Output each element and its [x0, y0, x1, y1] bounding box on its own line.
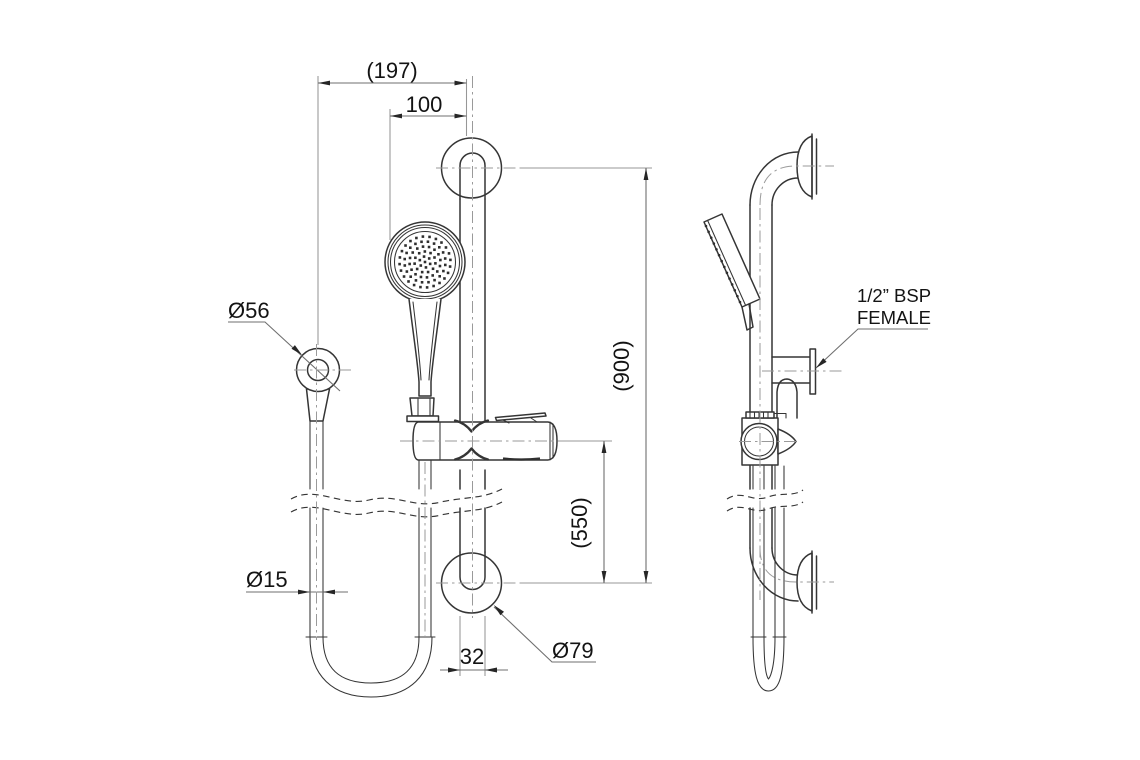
leader-56: [228, 321, 341, 392]
break-line-upper: [290, 488, 503, 505]
dimension-32: [440, 616, 508, 676]
rail-collar-top: [453, 419, 490, 433]
lever-bar: [494, 412, 547, 422]
side-hose-lower: [752, 507, 785, 638]
bracket-diameter-label: Ø79: [552, 638, 594, 663]
bottom-flange-dome: [796, 552, 813, 612]
side-bottom-bend-inner: [771, 547, 799, 576]
leader-bsp-line: [815, 328, 928, 369]
shower-hose: [305, 420, 436, 698]
rail-collar-bottom: [453, 447, 490, 461]
inlet-spec-line2: FEMALE: [857, 307, 931, 328]
leader-56-line: [228, 321, 341, 392]
side-top-bend-centerline: [759, 165, 834, 206]
front-view: (197) 100 Ø56 (900) (550) Ø15 32 Ø79: [228, 58, 652, 698]
dim-outlet-to-rail-label: (197): [366, 58, 417, 83]
dimension-900: [520, 167, 652, 584]
spray-face-dots: [398, 235, 452, 289]
inlet-stub-pipe: [771, 356, 811, 384]
inlet-spec-line1: 1/2” BSP: [857, 285, 931, 306]
side-head-slab: [703, 213, 761, 308]
hose-loop-outer: [309, 636, 433, 698]
side-head-face-line: [707, 219, 747, 306]
leader-79-line: [493, 606, 596, 663]
side-top-bend-inner: [771, 177, 799, 206]
slider-height-label: (550): [567, 497, 592, 548]
side-hose-loop-inner: [763, 636, 776, 680]
dimension-15: [246, 589, 348, 595]
head-ring-2: [389, 226, 461, 298]
holder-lip: [406, 415, 440, 423]
dimension-550: [560, 440, 612, 583]
dimension-100: [389, 109, 467, 240]
rail-height-label: (900): [609, 340, 634, 391]
inlet-swivel: [776, 378, 798, 419]
break-lines-side: [726, 489, 804, 512]
handset-handle: [408, 298, 442, 397]
side-nozzle-dots: [704, 224, 742, 304]
hose-right-strand: [418, 459, 432, 638]
side-handle: [741, 303, 754, 331]
dim-head-offset-label: 100: [406, 92, 443, 117]
leader-bsp: [815, 328, 928, 369]
side-rail-lower: [749, 464, 773, 549]
handset-holder: [406, 397, 440, 423]
head-face: [393, 230, 457, 294]
side-handset: [703, 213, 761, 331]
rail-tube-lower: [459, 469, 486, 553]
side-rail: [749, 151, 799, 602]
rail-tube-upper: [459, 198, 486, 424]
side-rail-upper: [749, 204, 773, 419]
outlet-diameter-label: Ø56: [228, 298, 270, 323]
lever-struts: [502, 417, 538, 424]
rail-foot-width-label: 32: [460, 644, 484, 669]
shower-head: [384, 221, 466, 423]
side-slider: [740, 411, 797, 466]
bracket-centerlines: [436, 167, 520, 584]
slider-lever: [494, 412, 547, 424]
holder-hose-lines: [417, 398, 431, 417]
outlet-cone: [305, 388, 331, 422]
hose-left-strand: [309, 420, 324, 638]
hose-diameter-label: Ø15: [246, 567, 288, 592]
side-hose-upper: [752, 465, 785, 490]
break-lines-front: [290, 488, 503, 518]
handle-inner-lines: [412, 301, 438, 381]
dim-900-extension-lines: [520, 167, 652, 584]
side-hose-loop-outer: [752, 636, 785, 692]
handle-outline: [408, 298, 442, 397]
side-hose: [750, 465, 787, 692]
side-bottom-bend-centerline: [759, 547, 834, 583]
side-break-upper: [726, 489, 804, 500]
dimension-197: [317, 76, 468, 345]
slider-gasket: [502, 457, 541, 461]
side-inlet-stub: [771, 348, 817, 419]
rail-tube: [459, 198, 486, 424]
centerlines-front: [294, 76, 560, 640]
centerlines-side: [739, 165, 842, 600]
side-view: 1/2” BSP FEMALE: [703, 133, 931, 692]
side-grip-notches: [749, 411, 787, 419]
break-line-lower: [290, 501, 503, 518]
side-top-bend-outer: [749, 151, 799, 206]
hose-loop-inner: [322, 636, 420, 684]
leader-79: [493, 605, 596, 663]
dim-32-extension-lines: [459, 616, 486, 676]
outlet-centerlines: [294, 344, 352, 640]
side-break-lower: [726, 501, 804, 512]
dim-197-extension-lines: [317, 76, 468, 345]
